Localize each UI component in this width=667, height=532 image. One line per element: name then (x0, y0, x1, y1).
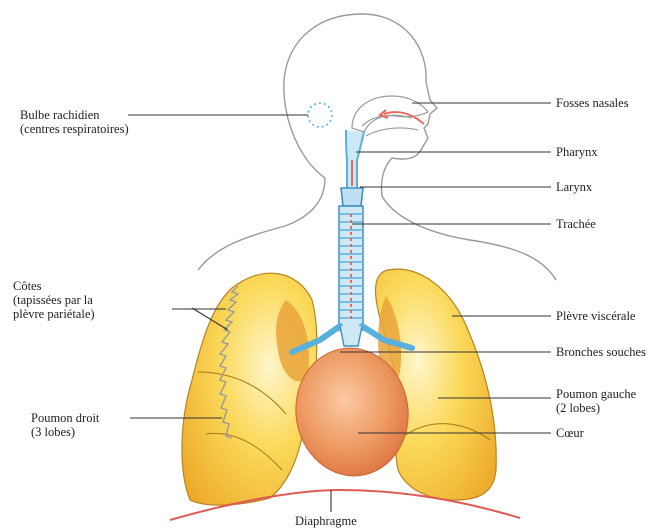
larynx-shape (341, 188, 363, 206)
pharynx-tube (346, 130, 364, 196)
label-bulbe-line2: (centres respiratoires) (20, 122, 129, 136)
right-lung (182, 273, 317, 505)
label-bulbe: Bulbe rachidien (centres respiratoires) (20, 108, 129, 136)
label-fosses-nasales: Fosses nasales (556, 96, 629, 110)
label-larynx: Larynx (556, 180, 592, 194)
label-poumon-gauche-line1: Poumon gauche (556, 387, 636, 401)
label-poumon-droit-line1: Poumon droit (31, 411, 99, 425)
body-outline (284, 14, 556, 280)
label-cotes-line3: plèvre pariétale) (13, 307, 95, 321)
medulla-marker (308, 103, 332, 127)
label-cotes-line1: Côtes (13, 279, 95, 293)
label-coeur: Cœur (556, 426, 584, 440)
label-bronches-souches: Bronches souches (556, 345, 646, 359)
label-cotes: Côtes (tapissées par la plèvre pariétale… (13, 279, 95, 321)
neck-left-outline (198, 178, 325, 270)
label-cotes-line2: (tapissées par la (13, 293, 95, 307)
label-poumon-gauche: Poumon gauche (2 lobes) (556, 387, 636, 415)
label-pharynx: Pharynx (556, 145, 598, 159)
label-poumon-droit-line2: (3 lobes) (31, 425, 99, 439)
label-trachee: Trachée (556, 217, 596, 231)
label-poumon-gauche-line2: (2 lobes) (556, 401, 636, 415)
label-plevre-viscerale: Plèvre viscérale (556, 309, 635, 323)
label-diaphragme: Diaphragme (295, 514, 357, 528)
nasal-cavity (352, 96, 428, 132)
bronchi-branch (340, 326, 362, 346)
label-poumon-droit: Poumon droit (3 lobes) (31, 411, 99, 439)
label-bulbe-line1: Bulbe rachidien (20, 108, 129, 122)
